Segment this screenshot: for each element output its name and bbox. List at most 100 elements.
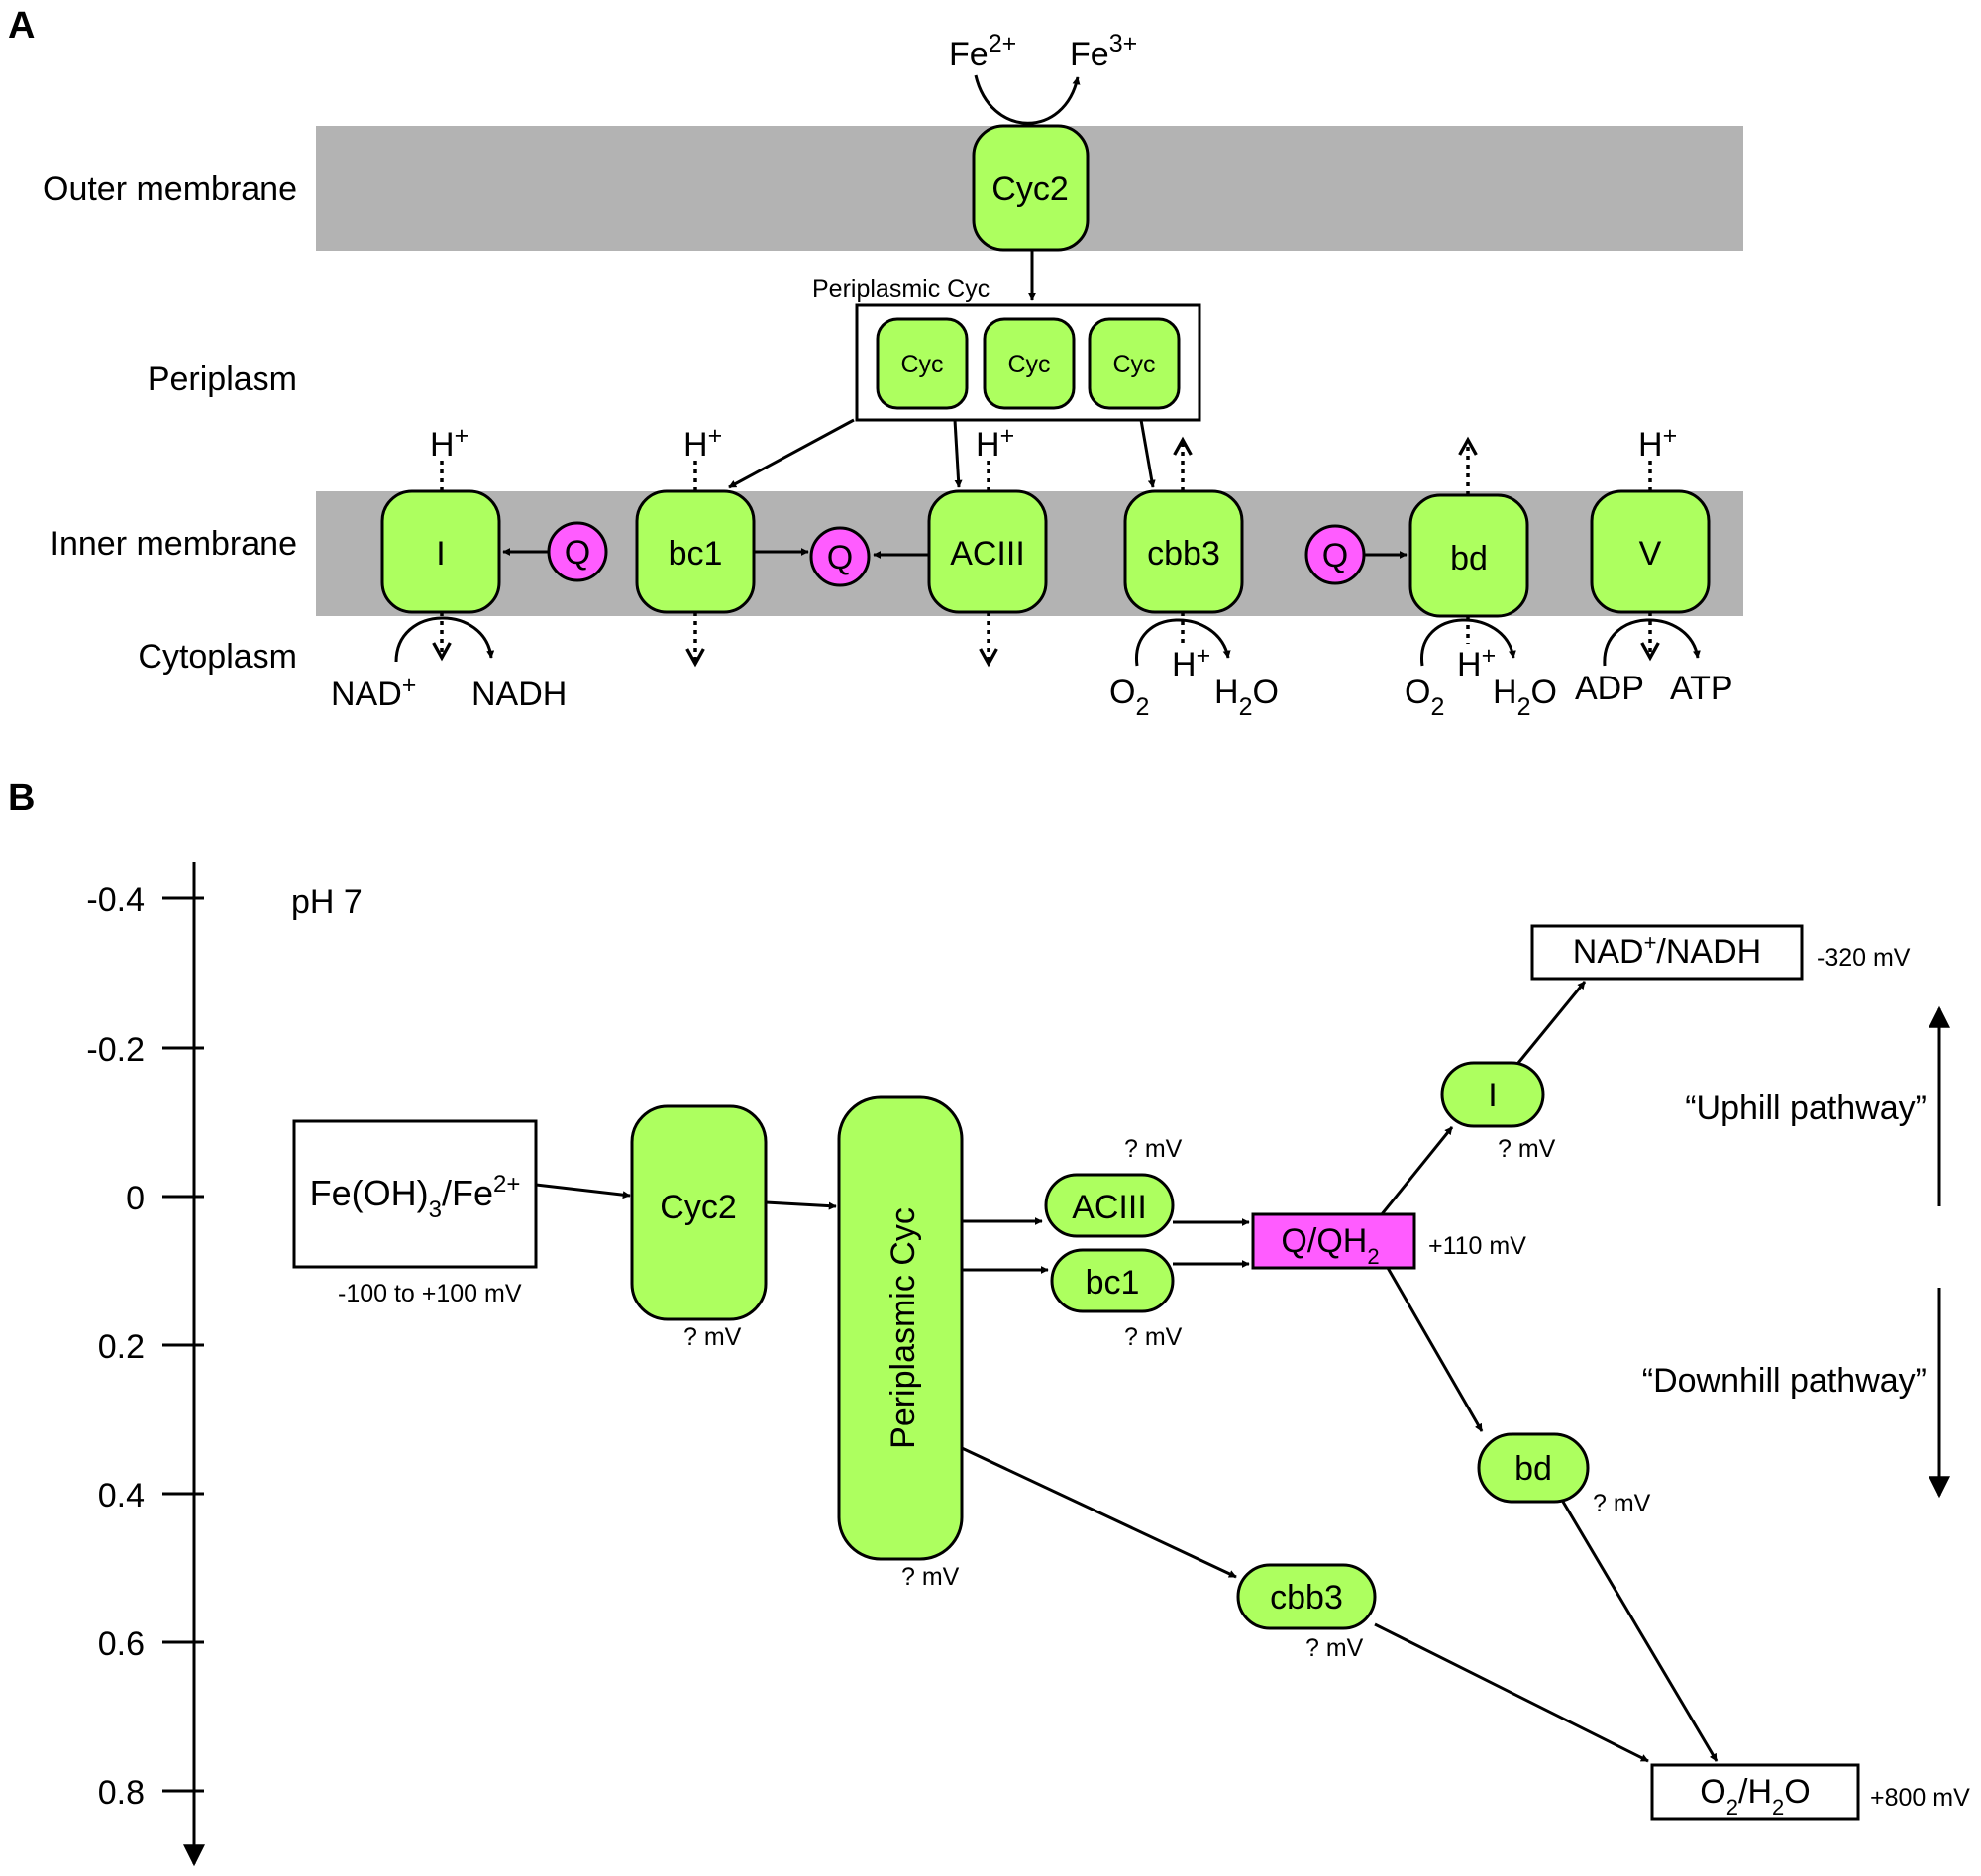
inner-membrane-label: Inner membrane — [51, 525, 297, 563]
cyc-1 — [876, 317, 969, 410]
panel-a: A Outer membrane Periplasm Inner membran… — [8, 5, 1743, 721]
quinone-2 — [809, 526, 871, 587]
axis-tick-label: 0.8 — [98, 1774, 145, 1812]
cyc2-label: Cyc2 — [991, 170, 1068, 208]
adp-label: ADP — [1575, 670, 1644, 707]
cbb3-proton: H+ — [1172, 642, 1210, 683]
fe-oxidation-arrow — [974, 74, 1081, 125]
cbb3-label: cbb3 — [1147, 535, 1220, 573]
quinone-pool-label: Q/QH2 — [1281, 1222, 1379, 1269]
nad-couple-mv-label: -320 mV — [1817, 944, 1911, 972]
bd-proton: H+ — [1457, 642, 1496, 683]
fe3-label: Fe3+ — [1070, 30, 1137, 73]
periplasmic-cyc-mv-label: ? mV — [901, 1563, 960, 1591]
periplasm-label: Periplasm — [148, 361, 297, 398]
aciii-proton: H+ — [976, 422, 1014, 464]
axis-tick-label: -0.2 — [86, 1031, 145, 1069]
periplasmic-cyc-node-label: Periplasmic Cyc — [885, 1207, 922, 1449]
downhill-pathway-label: “Downhill pathway” — [1642, 1362, 1927, 1400]
cytoplasm-label: Cytoplasm — [138, 638, 297, 676]
complex-i-node — [1440, 1061, 1545, 1128]
cyc2-node — [630, 1104, 768, 1321]
quinone-to-i-arrow — [1380, 1126, 1454, 1215]
fe-couple-box — [292, 1119, 538, 1269]
cyc2-mv-label: ? mV — [683, 1323, 742, 1351]
nad-couple-label: NAD+/NADH — [1573, 930, 1761, 971]
panel-b-label: B — [8, 778, 35, 819]
atp-synthesis-arrow — [1603, 618, 1701, 667]
cyc-3 — [1088, 317, 1181, 410]
fe-couple-label: Fe(OH)3/Fe2+ — [310, 1171, 521, 1223]
i-to-nad-arrow — [1516, 981, 1587, 1064]
periplasmic-cyc-label: Periplasmic Cyc — [812, 275, 990, 303]
aciii-node — [1044, 1173, 1175, 1238]
o2-couple-mv-label: +800 mV — [1870, 1784, 1970, 1812]
bd-to-o2-arrow — [1561, 1501, 1719, 1762]
aciii-mv-label: ? mV — [1124, 1135, 1183, 1163]
complex-i-mv-label: ? mV — [1498, 1135, 1556, 1163]
fe2-label: Fe2+ — [949, 30, 1016, 73]
axis-tick-label: -0.4 — [86, 882, 145, 919]
bd-o2-reduction-arrow — [1420, 618, 1516, 667]
cbb3-h2o-label: H2O — [1214, 674, 1279, 721]
bc1-node-label: bc1 — [1086, 1264, 1140, 1302]
bd-o2-label: O2 — [1405, 674, 1444, 721]
aciii-node-label: ACIII — [1072, 1189, 1147, 1226]
outer-membrane-label: Outer membrane — [43, 170, 297, 208]
uphill-pathway-label: “Uphill pathway” — [1685, 1090, 1927, 1127]
bd-node-label: bd — [1514, 1450, 1552, 1488]
axis-tick-label: 0.4 — [98, 1477, 145, 1514]
nad-reduction-arrow — [394, 616, 495, 663]
nadh-label: NADH — [471, 676, 567, 713]
axis-tick-label: 0 — [126, 1180, 145, 1217]
cbb3-node-label: cbb3 — [1270, 1579, 1343, 1616]
atp-label: ATP — [1670, 670, 1733, 707]
atp-synthase-proton: H+ — [1638, 422, 1677, 464]
panel-b: B -0.4 -0.2 0 0.2 0.4 0.6 0.8 pH 7 Fe(OH… — [8, 778, 1970, 1867]
periplasmic-to-cbb3-arrow — [1139, 419, 1156, 488]
quinone-3-label: Q — [1322, 537, 1348, 574]
quinone-to-bd-arrow — [1386, 1267, 1484, 1432]
nad-couple-box — [1530, 924, 1804, 981]
cyc2-node-label: Cyc2 — [660, 1189, 736, 1226]
complex-i-label: I — [436, 535, 445, 573]
panel-a-label: A — [8, 5, 35, 47]
cbb3-o2-label: O2 — [1109, 674, 1149, 721]
aciii-label: ACIII — [950, 535, 1025, 573]
bd-h2o-label: H2O — [1493, 674, 1557, 721]
fe-range-label: -100 to +100 mV — [338, 1280, 522, 1307]
cyc-1-label: Cyc — [900, 351, 943, 378]
axis-tick-label: 0.6 — [98, 1625, 145, 1663]
complex-i-node-label: I — [1488, 1077, 1497, 1114]
cyc2-complex — [972, 124, 1090, 252]
bc1-node — [1050, 1248, 1175, 1313]
cbb3-o2-reduction-arrow — [1135, 618, 1231, 667]
bd-label: bd — [1450, 540, 1488, 577]
bc1-label: bc1 — [669, 535, 723, 573]
periplasmic-cyc-node — [837, 1095, 964, 1561]
quinone-pool-mv-label: +110 mV — [1428, 1232, 1526, 1260]
o2-couple-box — [1650, 1763, 1860, 1821]
periplasmic-to-bc1-arrow — [728, 418, 855, 489]
atp-synthase-label: V — [1639, 535, 1662, 573]
cbb3-to-o2-arrow — [1374, 1622, 1649, 1763]
cyc-2-label: Cyc — [1007, 351, 1050, 378]
periplasmic-to-cbb3-arrow — [961, 1446, 1237, 1579]
bd-mv-label: ? mV — [1593, 1490, 1651, 1517]
nad-label: NAD+ — [331, 672, 416, 713]
fe-to-cyc2-arrow — [535, 1183, 631, 1199]
cbb3-mv-label: ? mV — [1305, 1634, 1364, 1662]
cbb3-node — [1236, 1563, 1377, 1630]
potential-axis-ticks — [162, 896, 204, 1793]
bc1-mv-label: ? mV — [1124, 1323, 1183, 1351]
cyc-3-label: Cyc — [1112, 351, 1155, 378]
axis-tick-label: 0.2 — [98, 1328, 145, 1366]
cyc2-to-periplasmic-arrow — [765, 1200, 837, 1210]
bc1-proton: H+ — [683, 422, 722, 464]
complex-i-proton: H+ — [430, 422, 469, 464]
quinone-2-label: Q — [827, 539, 853, 576]
quinone-3 — [1304, 524, 1366, 585]
o2-couple-label: O2/H2O — [1700, 1773, 1810, 1820]
bd-node — [1477, 1432, 1590, 1504]
cyc-2 — [983, 317, 1076, 410]
